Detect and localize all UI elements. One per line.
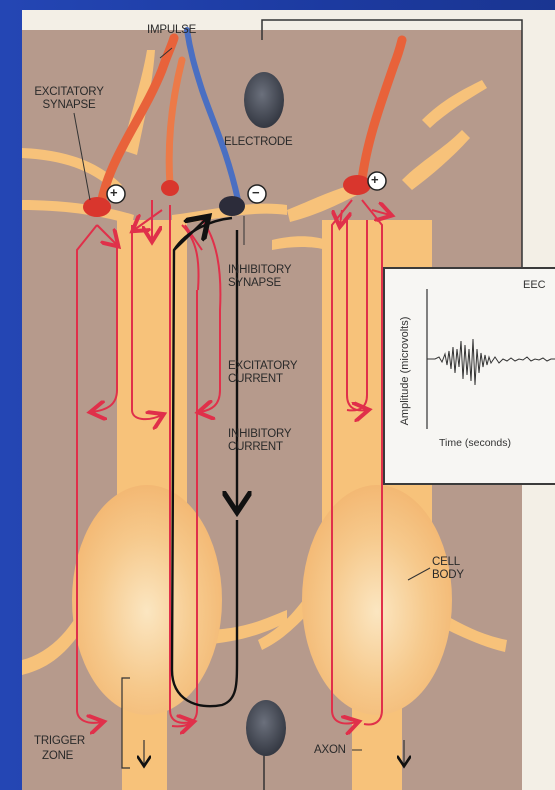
inhibitory-current-label-line2: CURRENT [228, 441, 283, 454]
electrode-label: ELECTRODE [224, 136, 293, 149]
trigger-zone-label-line2: ZONE [42, 750, 73, 763]
right-cell-body [302, 485, 452, 715]
minus-sign-text: − [252, 186, 259, 199]
excitatory-current-label-line2: CURRENT [228, 373, 283, 386]
eeg-ylabel: Amplitude (microvolts) [399, 311, 411, 431]
excitatory-synapse-mid [161, 180, 179, 196]
excitatory-current-label-line1: EXCITATORY [228, 360, 297, 373]
eeg-inset: Amplitude (microvolts) Time (seconds) EE… [383, 267, 555, 485]
cell-body-label-line2: BODY [432, 569, 464, 582]
inhibitory-synapse-label-line2: SYNAPSE [228, 277, 281, 290]
trigger-zone-label-line1: TRIGGER [34, 735, 85, 748]
excitatory-synapse-right [343, 175, 371, 195]
eeg-xlabel: Time (seconds) [439, 437, 511, 449]
bottom-electrode [246, 700, 286, 756]
inhibitory-synapse-label-line1: INHIBITORY [228, 264, 291, 277]
excitatory-synapse-left [83, 197, 111, 217]
eeg-title: EEC [523, 279, 546, 291]
eeg-trace [427, 339, 555, 385]
impulse-label: IMPULSE [147, 24, 196, 37]
plus-sign-text: + [110, 186, 117, 199]
excitatory-synapse-label-line1: EXCITATORY [24, 86, 114, 99]
plus-sign-text-right: + [371, 173, 378, 186]
axon-label: AXON [314, 744, 346, 757]
top-electrode [244, 72, 284, 128]
inhibitory-current-label-line1: INHIBITORY [228, 428, 291, 441]
left-cell-body [72, 485, 222, 715]
cell-body-label-line1: CELL [432, 556, 460, 569]
inhibitory-synapse-bouton [219, 196, 245, 216]
excitatory-synapse-label-line2: SYNAPSE [24, 99, 114, 112]
